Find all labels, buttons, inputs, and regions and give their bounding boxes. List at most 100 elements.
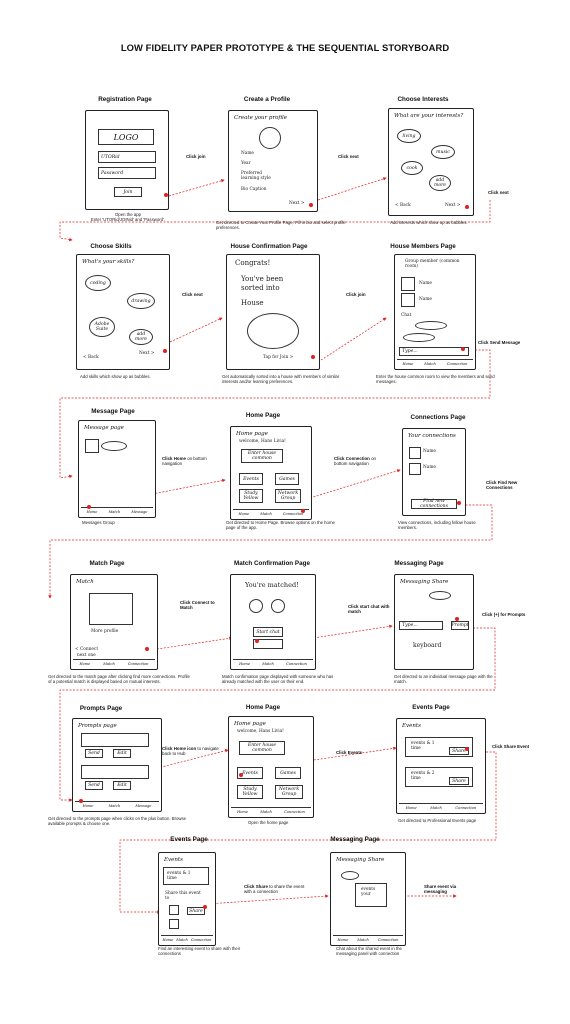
- skill-bubble[interactable]: Adobe Suite: [89, 317, 115, 337]
- tap-marker: [239, 773, 243, 777]
- screen-title: Home Page: [228, 704, 298, 711]
- skill-bubble[interactable]: coding: [85, 275, 111, 291]
- message-input[interactable]: Type...: [399, 347, 469, 356]
- bottom-nav[interactable]: HomeMatchMessage: [75, 801, 159, 809]
- screen-title: Events Page: [396, 704, 466, 711]
- home-screen[interactable]: Home page welcome, Hans Livia! Enter hou…: [230, 426, 312, 520]
- add-more-bubble[interactable]: add more: [129, 329, 153, 345]
- tap-marker: [255, 639, 259, 643]
- bottom-nav[interactable]: HomeMatchConnection: [397, 359, 473, 367]
- screen-title: Registration Page: [90, 96, 160, 103]
- find-new-connections-button[interactable]: Find new connections: [411, 499, 457, 509]
- screen-title: Choose Interests: [388, 96, 458, 103]
- create-profile-screen[interactable]: Create your profile Name Year Preferred …: [228, 110, 318, 212]
- message-input[interactable]: Type...: [399, 621, 443, 630]
- bottom-nav[interactable]: HomeMatchConnection: [399, 803, 483, 811]
- network-button[interactable]: Network Group: [275, 489, 301, 503]
- join-button[interactable]: Join: [114, 187, 142, 197]
- events-button[interactable]: Events: [239, 473, 263, 485]
- screen-caption: Messages Group: [82, 520, 162, 525]
- member-avatar: [85, 439, 99, 453]
- connection-avatar[interactable]: [169, 905, 179, 915]
- bottom-nav[interactable]: HomeMatchConnection: [231, 807, 311, 815]
- action-label: Click Connection on bottom navigation: [334, 456, 390, 467]
- games-button[interactable]: Games: [275, 473, 299, 485]
- enter-house-button[interactable]: Enter house common: [239, 741, 285, 755]
- add-more-bubble[interactable]: add more: [429, 175, 451, 191]
- next-one-button[interactable]: next one: [77, 653, 96, 658]
- screen-heading: Match: [76, 579, 94, 585]
- screen-caption: Find an interesting event to share with …: [158, 946, 248, 957]
- screen-heading: Messaging Share: [336, 857, 384, 863]
- back-button[interactable]: < Back: [395, 203, 411, 208]
- games-button[interactable]: Games: [275, 767, 301, 779]
- next-button[interactable]: Next >: [289, 201, 304, 206]
- screen-caption: Open the home page: [248, 820, 328, 825]
- arrow-17: [206, 896, 328, 904]
- member-avatar: [409, 463, 421, 475]
- skill-bubble[interactable]: drawing: [127, 293, 155, 309]
- join-button[interactable]: Tap for Join >: [263, 355, 293, 360]
- screen-title: Create a Profile: [232, 96, 302, 103]
- section-heading: Group member (common room): [405, 259, 465, 270]
- messaging-screen[interactable]: Messaging Share Type... Prompt keyboard: [394, 574, 474, 670]
- connect-button[interactable]: < Connect: [75, 647, 98, 652]
- screen-heading: Prompts page: [78, 723, 117, 729]
- house-confirmation-screen[interactable]: Congrats! You've been sorted into House …: [226, 254, 320, 370]
- interest-bubble[interactable]: music: [431, 145, 455, 159]
- connection-avatar[interactable]: [169, 919, 179, 929]
- bottom-nav[interactable]: HomeMatchMessage: [81, 507, 153, 515]
- prompts-screen[interactable]: Prompts page Send Edit Send Edit HomeMat…: [72, 718, 162, 812]
- action-label: Click next: [182, 292, 222, 297]
- match-confirmation-screen[interactable]: You're matched! Start chat HomeMatchConn…: [230, 574, 316, 670]
- registration-screen[interactable]: LOGO UTORid Password Join: [85, 110, 169, 210]
- bottom-nav[interactable]: HomeMatchConnection: [233, 509, 309, 517]
- events-share-screen[interactable]: Events events & 1 time Share this event …: [158, 852, 216, 946]
- choose-skills-screen[interactable]: What's your skills? coding drawing Adobe…: [76, 254, 170, 370]
- connections-screen[interactable]: Your connections Name Name Find new conn…: [402, 428, 466, 516]
- field-label: Name: [241, 151, 254, 156]
- send-button[interactable]: Send: [85, 781, 103, 790]
- bottom-nav[interactable]: HomeMatchConnection: [73, 659, 155, 667]
- enter-house-button[interactable]: Enter house common: [241, 449, 283, 463]
- interest-bubble[interactable]: cook: [401, 161, 423, 175]
- action-label: Click next: [338, 154, 378, 159]
- bottom-nav[interactable]: HomeMatchConnection: [161, 935, 213, 943]
- bottom-nav[interactable]: HomeMatchConnection: [333, 935, 403, 943]
- edit-button[interactable]: Edit: [113, 781, 131, 790]
- event-name: events & 2 time: [411, 771, 441, 782]
- match-screen[interactable]: Match More profile < Connect next one Ho…: [70, 574, 158, 670]
- action-label: Click Connect to Match: [180, 600, 220, 611]
- edit-button[interactable]: Edit: [113, 749, 131, 758]
- prompt-button[interactable]: Prompt: [451, 621, 469, 630]
- study-button[interactable]: Study Yellow: [237, 785, 263, 799]
- screen-caption: Open the app Enter 'UTORid/JOINid' and '…: [78, 212, 178, 223]
- share-button[interactable]: Share: [187, 907, 205, 915]
- password-field[interactable]: Password: [98, 167, 156, 179]
- tap-marker: [461, 347, 465, 351]
- next-button[interactable]: Next >: [445, 203, 460, 208]
- avatar: [259, 127, 281, 149]
- interest-bubble[interactable]: living: [397, 129, 421, 143]
- start-chat-button[interactable]: Start chat: [253, 627, 283, 637]
- tap-marker: [457, 501, 461, 505]
- screen-heading: Home page: [236, 431, 268, 437]
- messaging-share-screen[interactable]: Messaging Share events your HomeMatchCon…: [330, 852, 406, 946]
- home-screen-2[interactable]: Home page welcome, Hans Livia! Enter hou…: [228, 716, 314, 818]
- events-screen[interactable]: Events events & 1 time Share events & 2 …: [396, 718, 486, 814]
- network-button[interactable]: Network Group: [275, 785, 303, 799]
- share-button[interactable]: Share: [449, 777, 469, 785]
- choose-interests-screen[interactable]: What are your interests? living music co…: [388, 108, 474, 216]
- study-button[interactable]: Study Yellow: [239, 489, 263, 503]
- back-button[interactable]: < Back: [83, 355, 99, 360]
- send-button[interactable]: Send: [85, 749, 103, 758]
- arrow-5: [318, 318, 386, 362]
- bottom-nav[interactable]: HomeMatchConnection: [233, 659, 313, 667]
- house-members-screen[interactable]: Group member (common room) Name Name Cha…: [394, 254, 476, 370]
- message-screen[interactable]: Message page HomeMatchMessage: [78, 420, 156, 518]
- next-button[interactable]: Next >: [139, 351, 154, 356]
- event-name: events & 1 time: [167, 871, 193, 882]
- utorid-field[interactable]: UTORid: [98, 151, 156, 163]
- screen-title: Prompts Page: [66, 705, 136, 712]
- screen-caption: Get automatically sorted into a house wi…: [222, 374, 342, 385]
